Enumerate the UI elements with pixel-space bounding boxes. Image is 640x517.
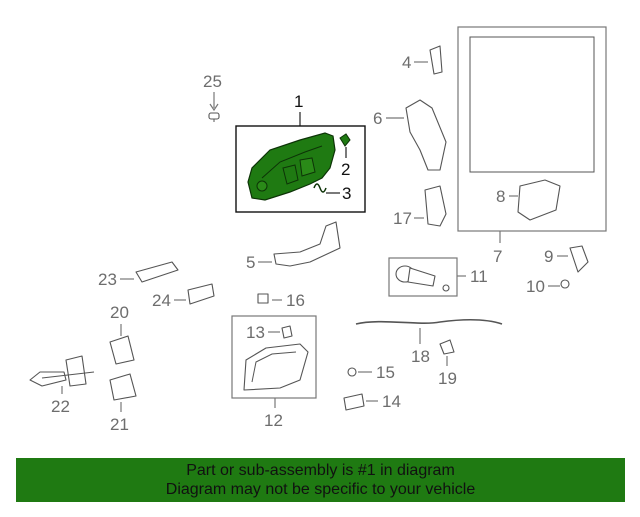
callout-8: 8: [496, 187, 505, 206]
part-21-hinge[interactable]: [109, 373, 137, 401]
callout-18: 18: [411, 347, 430, 366]
part-22-door-checker[interactable]: [29, 355, 95, 387]
callout-23: 23: [98, 270, 117, 289]
part-17-bracket[interactable]: [424, 185, 447, 227]
part-24-bracket[interactable]: [187, 283, 215, 305]
part-23-bracket[interactable]: [135, 261, 179, 283]
part-2-clip[interactable]: [339, 133, 351, 158]
callout-15: 15: [376, 363, 395, 382]
callout-14: 14: [382, 392, 401, 411]
callout-6: 6: [373, 109, 382, 128]
callout-25: 25: [203, 72, 222, 91]
callout-10: 10: [526, 277, 545, 296]
part-25-screw[interactable]: [208, 92, 220, 122]
callout-17: 17: [393, 209, 412, 228]
callout-12: 12: [264, 411, 283, 430]
part-3-spring[interactable]: [313, 183, 340, 194]
part-7-door-sash[interactable]: [457, 26, 607, 232]
callout-19: 19: [438, 369, 457, 388]
part-10-bolt[interactable]: [560, 279, 570, 289]
part-11-frame: [388, 257, 458, 297]
callout-24: 24: [152, 291, 171, 310]
info-banner: Part or sub-assembly is #1 in diagram Di…: [16, 458, 625, 502]
callout-5: 5: [246, 253, 255, 272]
banner-line-2: Diagram may not be specific to your vehi…: [165, 481, 476, 498]
part-12-inside-handle[interactable]: [243, 343, 309, 391]
part-1-outside-handle[interactable]: [247, 132, 336, 201]
part-12-frame: [231, 315, 317, 399]
callout-7: 7: [493, 247, 502, 266]
part-15-screw[interactable]: [347, 367, 357, 377]
callout-2: 2: [341, 160, 350, 179]
callout-16: 16: [286, 291, 305, 310]
part-9-striker[interactable]: [569, 245, 589, 273]
callout-20: 20: [110, 303, 129, 322]
part-16-clip[interactable]: [257, 293, 269, 304]
callout-3: 3: [342, 184, 351, 203]
part-8-lock-actuator[interactable]: [517, 179, 561, 221]
part-18-rod[interactable]: [355, 319, 503, 325]
callout-13: 13: [246, 323, 265, 342]
part-1-frame: [235, 125, 366, 213]
part-5-rod-bracket[interactable]: [273, 221, 341, 267]
part-11-lock-cylinder[interactable]: [395, 265, 450, 292]
callout-11: 11: [470, 267, 488, 286]
callout-22: 22: [51, 397, 70, 416]
callout-21: 21: [110, 415, 129, 434]
part-20-hinge[interactable]: [109, 335, 135, 365]
part-4-bracket[interactable]: [429, 45, 443, 75]
part-6-handle-bracket[interactable]: [405, 99, 447, 171]
part-19-clip[interactable]: [439, 339, 455, 355]
part-14-cover[interactable]: [343, 393, 365, 411]
callout-9: 9: [544, 247, 553, 266]
callout-4: 4: [402, 53, 411, 72]
part-13-screw[interactable]: [281, 325, 293, 339]
banner-line-1: Part or sub-assembly is #1 in diagram: [186, 462, 455, 479]
callout-1: 1: [294, 92, 303, 111]
